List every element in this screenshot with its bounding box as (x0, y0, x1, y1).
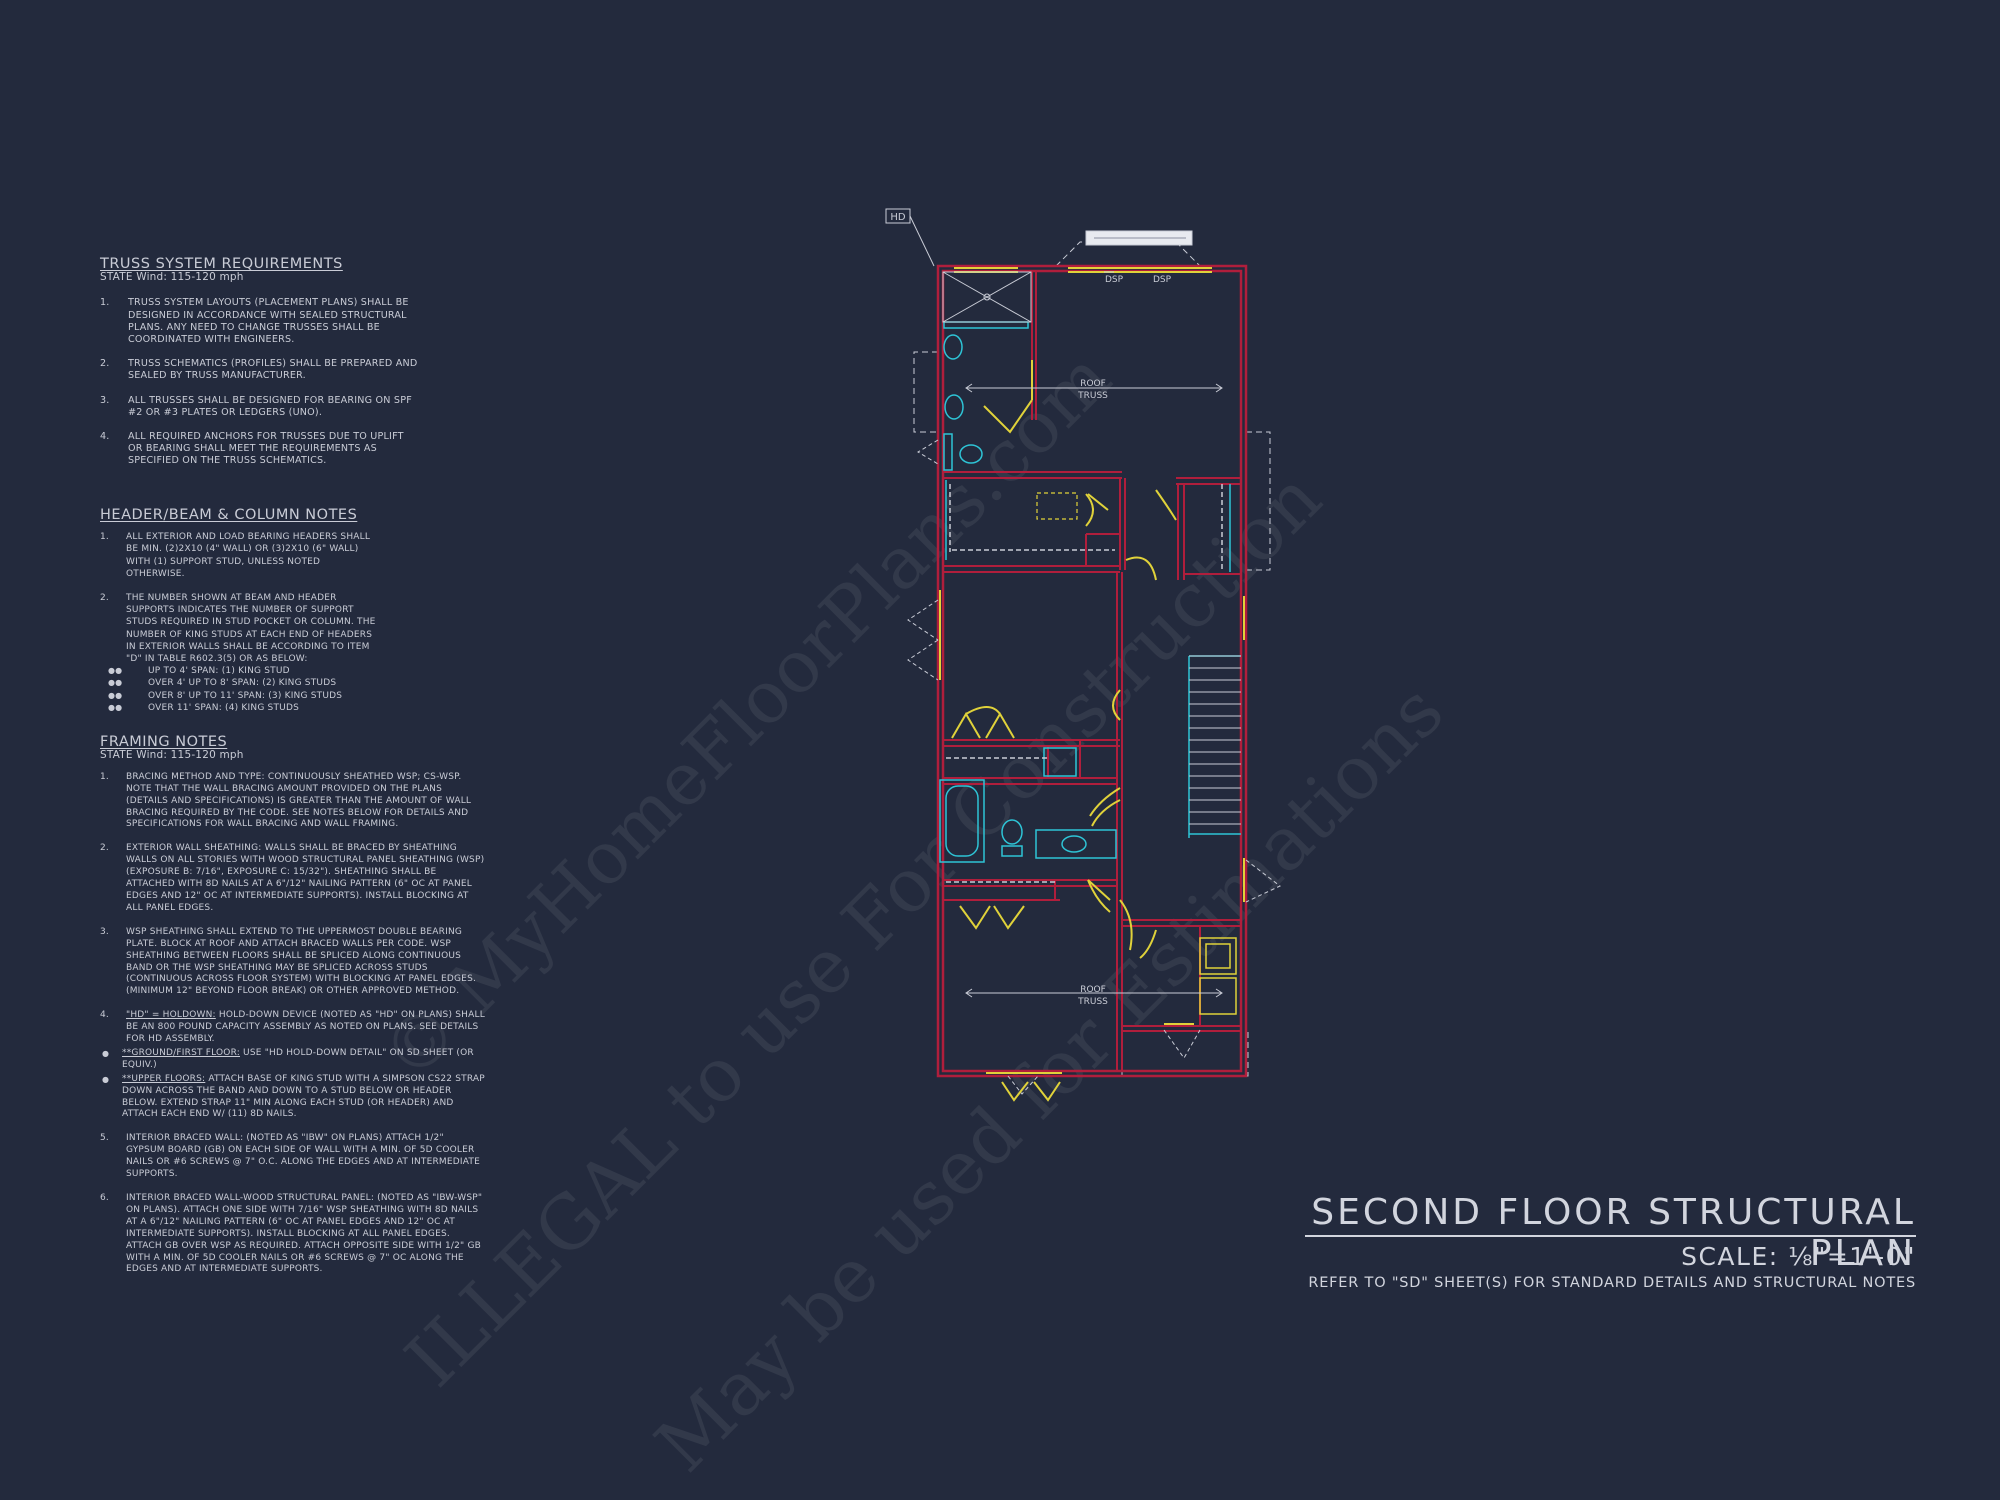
bullet-body: ATTACH BASE OF KING STUD WITH A SIMPSON … (122, 1073, 485, 1120)
note-text: ALL REQUIRED ANCHORS FOR TRUSSES DUE TO … (128, 431, 404, 467)
bullet-underlined: **GROUND/FIRST FLOOR: (122, 1047, 240, 1058)
truss-note-item: 4. ALL REQUIRED ANCHORS FOR TRUSSES DUE T… (100, 431, 420, 468)
roof-truss-arrows (965, 383, 1223, 998)
truss-notes-subtitle: STATE Wind: 115-120 mph (100, 271, 244, 284)
plan-labels: ROOF TRUSS ROOF TRUSS DSP DSP (1077, 275, 1171, 1007)
note-underlined: "HD" = HOLDOWN: (126, 1010, 216, 1021)
truss-note-item: 3. ALL TRUSSES SHALL BE DESIGNED FOR BEAR… (100, 395, 420, 419)
bullet-mark: ●● (108, 678, 123, 688)
exterior-door-swings (907, 439, 1281, 1095)
note-text: ALL EXTERIOR AND LOAD BEARING HEADERS SH… (126, 532, 371, 579)
note-body: HOLD-DOWN DEVICE (NOTED AS "HD" ON PLANS… (126, 1010, 485, 1045)
bullet-text: OVER 4' UP TO 8' SPAN: (2) KING STUDS (148, 678, 337, 689)
plan-reference-note: REFER TO "SD" SHEET(S) FOR STANDARD DETA… (1308, 1275, 1916, 1291)
king-stud-bullet: ●● OVER 8' UP TO 11' SPAN: (3) KING STUDS (100, 690, 380, 702)
bullet-mark: ●● (108, 702, 123, 712)
note-text: WSP SHEATHING SHALL EXTEND TO THE UPPERM… (126, 926, 477, 997)
bullet-text: **GROUND/FIRST FLOOR: USE "HD HOLD-DOWN … (122, 1048, 485, 1072)
washer-dryer (1199, 937, 1237, 1015)
attic-access (1036, 492, 1078, 520)
framing-note-item: 5. INTERIOR BRACED WALL: (NOTED AS "IBW" … (100, 1133, 485, 1181)
header-note-item: 2. THE NUMBER SHOWN AT BEAM AND HEADER SU… (100, 592, 380, 665)
plumbing-fixtures (939, 321, 1241, 863)
roof-truss-label-2b: TRUSS (1077, 997, 1108, 1007)
truss-notes-title: TRUSS SYSTEM REQUIREMENTS (100, 256, 343, 272)
note-number: 1. (100, 771, 109, 782)
bullet-text: **UPPER FLOORS: ATTACH BASE OF KING STUD… (122, 1074, 485, 1122)
plan-scale: SCALE: ⅛"=1'-0" (1681, 1242, 1916, 1271)
framing-notes-title: FRAMING NOTES (100, 734, 228, 750)
note-number: 3. (100, 926, 109, 937)
framing-note-item: 2. EXTERIOR WALL SHEATHING: WALLS SHALL B… (100, 843, 485, 914)
framing-note-item: 6. INTERIOR BRACED WALL-WOOD STRUCTURAL P… (100, 1193, 485, 1276)
note-number: 1. (100, 297, 110, 309)
holdown-leader (909, 215, 935, 267)
dsp-label-1: DSP (1105, 275, 1124, 285)
roof-truss-label-1b: TRUSS (1077, 391, 1108, 401)
note-number: 4. (100, 431, 110, 443)
king-stud-bullet: ●● OVER 11' SPAN: (4) KING STUDS (100, 702, 380, 714)
bullet-body: USE "HD HOLD-DOWN DETAIL" ON SD SHEET (O… (122, 1047, 474, 1070)
note-number: 4. (100, 1010, 109, 1021)
holdown-bullet: ● **UPPER FLOORS: ATTACH BASE OF KING STU… (100, 1074, 485, 1122)
holdown-bullet: ● **GROUND/FIRST FLOOR: USE "HD HOLD-DOWN… (100, 1048, 485, 1072)
header-notes: HEADER/BEAM & COLUMN NOTES 1. ALL EXTERIO… (100, 507, 380, 714)
dashed-projection-lines (913, 241, 1271, 1077)
plan-title-underline (1305, 1235, 1916, 1237)
shower-symbol (942, 271, 1032, 323)
bullet-mark: ●● (108, 666, 123, 676)
note-number: 2. (100, 358, 110, 370)
note-number: 5. (100, 1133, 109, 1144)
framing-note-item: 4. "HD" = HOLDOWN: HOLD-DOWN DEVICE (NOTE… (100, 1010, 485, 1046)
bullet-underlined: **UPPER FLOORS: (122, 1073, 206, 1084)
note-text: EXTERIOR WALL SHEATHING: WALLS SHALL BE … (126, 843, 485, 913)
stair-treads (1189, 655, 1241, 825)
king-stud-bullet: ●● OVER 4' UP TO 8' SPAN: (2) KING STUDS (100, 677, 380, 689)
framing-note-item: 1. BRACING METHOD AND TYPE: CONTINUOUSLY … (100, 772, 485, 832)
note-text: ALL TRUSSES SHALL BE DESIGNED FOR BEARIN… (128, 394, 412, 418)
note-number: 1. (100, 532, 109, 543)
framing-notes-subtitle: STATE Wind: 115-120 mph (100, 748, 244, 761)
bullet-text: OVER 8' UP TO 11' SPAN: (3) KING STUDS (148, 690, 343, 701)
note-number: 6. (100, 1193, 109, 1203)
windows-and-doors (939, 267, 1245, 1102)
bullet-text: OVER 11' SPAN: (4) KING STUDS (148, 702, 299, 713)
dsp-label-2: DSP (1153, 275, 1172, 285)
roof-truss-label-2a: ROOF (1080, 985, 1106, 995)
holdown-tag: HD (890, 212, 906, 223)
truss-note-item: 2. TRUSS SCHEMATICS (PROFILES) SHALL BE P… (100, 358, 420, 382)
note-text: TRUSS SCHEMATICS (PROFILES) SHALL BE PRE… (128, 358, 418, 382)
note-number: 2. (100, 593, 109, 604)
bullet-text: UP TO 4' SPAN: (1) KING STUD (148, 666, 290, 677)
bullet-mark: ● (102, 1048, 110, 1058)
framing-notes: FRAMING NOTES STATE Wind: 115-120 mph 1.… (100, 734, 485, 1288)
king-stud-bullet: ●● UP TO 4' SPAN: (1) KING STUD (100, 665, 380, 677)
note-text: INTERIOR BRACED WALL-WOOD STRUCTURAL PAN… (126, 1193, 483, 1275)
note-number: 3. (100, 394, 110, 406)
bullet-mark: ● (102, 1074, 110, 1084)
header-note-item: 1. ALL EXTERIOR AND LOAD BEARING HEADERS … (100, 531, 380, 580)
plan-title: SECOND FLOOR STRUCTURAL PLAN (1311, 1192, 1916, 1274)
note-text: INTERIOR BRACED WALL: (NOTED AS "IBW" ON… (126, 1133, 481, 1180)
note-text: THE NUMBER SHOWN AT BEAM AND HEADER SUPP… (126, 593, 376, 665)
note-text: "HD" = HOLDOWN: HOLD-DOWN DEVICE (NOTED … (120, 1010, 485, 1046)
closet-shelves (946, 484, 1223, 883)
truss-notes: TRUSS SYSTEM REQUIREMENTS STATE Wind: 11… (100, 256, 420, 480)
note-number: 2. (100, 843, 109, 854)
bullet-mark: ●● (108, 690, 123, 700)
framing-note-item: 3. WSP SHEATHING SHALL EXTEND TO THE UPPE… (100, 927, 485, 998)
note-text: BRACING METHOD AND TYPE: CONTINUOUSLY SH… (126, 771, 472, 830)
truss-note-item: 1. TRUSS SYSTEM LAYOUTS (PLACEMENT PLANS)… (100, 297, 420, 346)
note-text: TRUSS SYSTEM LAYOUTS (PLACEMENT PLANS) S… (128, 297, 409, 346)
roof-truss-label-1a: ROOF (1080, 379, 1106, 389)
header-notes-title: HEADER/BEAM & COLUMN NOTES (100, 507, 358, 523)
